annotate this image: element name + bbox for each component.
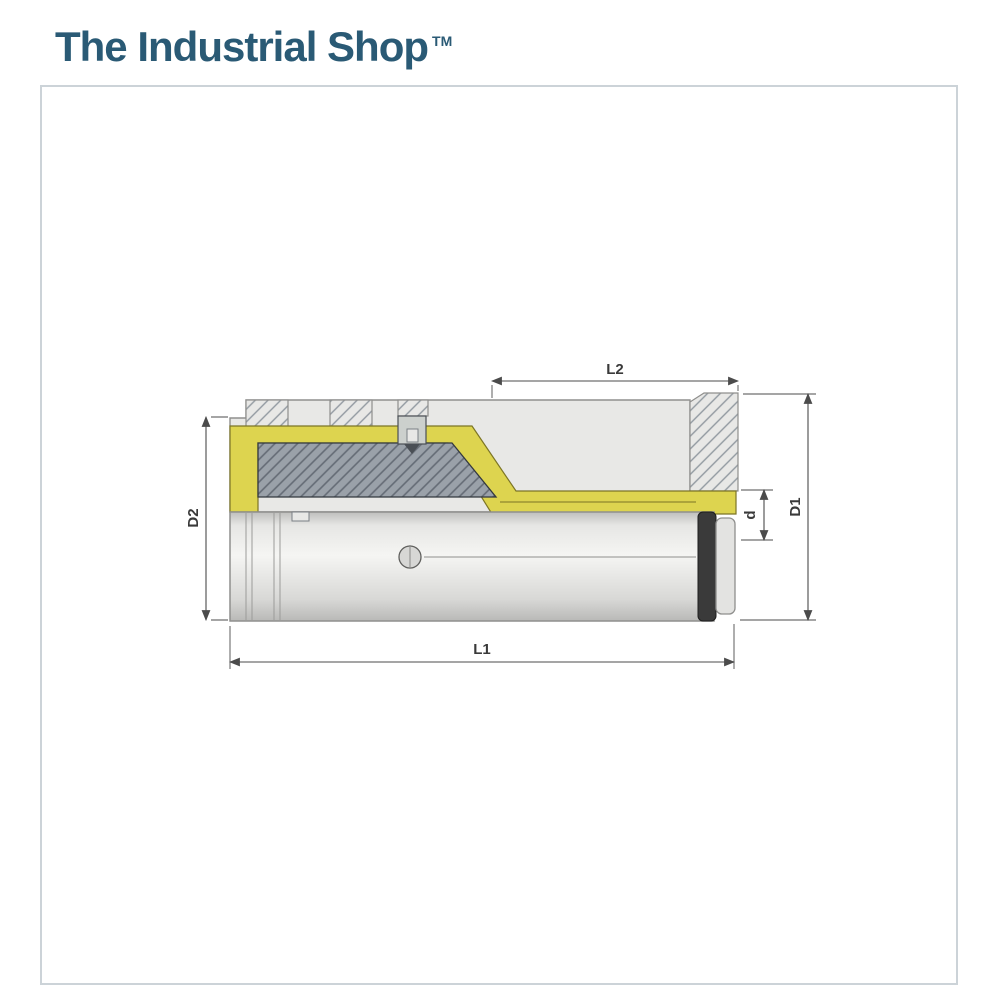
dimension-d: d — [741, 488, 773, 542]
end-cap — [715, 517, 736, 615]
dimension-l2: L2 — [490, 361, 740, 398]
shank-body — [229, 511, 715, 622]
dimension-label-l1: L1 — [473, 641, 491, 658]
sleeve-wall-hatch-small — [397, 399, 429, 417]
insert-hatch-block — [257, 442, 498, 498]
o-ring-band — [697, 511, 717, 622]
tab-groove — [404, 444, 420, 454]
shank-top-notch — [291, 511, 310, 522]
insert-section — [257, 442, 498, 498]
tab-notch — [406, 428, 419, 443]
flange-section-hatch — [689, 392, 739, 492]
dimension-label-d: d — [742, 510, 759, 519]
dimension-label-d2: D2 — [185, 508, 202, 527]
dimension-label-d1: D1 — [787, 497, 804, 516]
dimension-l1: L1 — [228, 624, 736, 669]
dimension-label-l2: L2 — [606, 361, 624, 378]
locking-tab — [397, 415, 427, 454]
dimension-d1: D1 — [740, 392, 816, 622]
shank-cylinder — [229, 511, 736, 622]
trademark-symbol: TM — [432, 33, 453, 49]
dimension-d2: D2 — [185, 415, 228, 622]
brand-name: The Industrial Shop — [55, 23, 429, 70]
